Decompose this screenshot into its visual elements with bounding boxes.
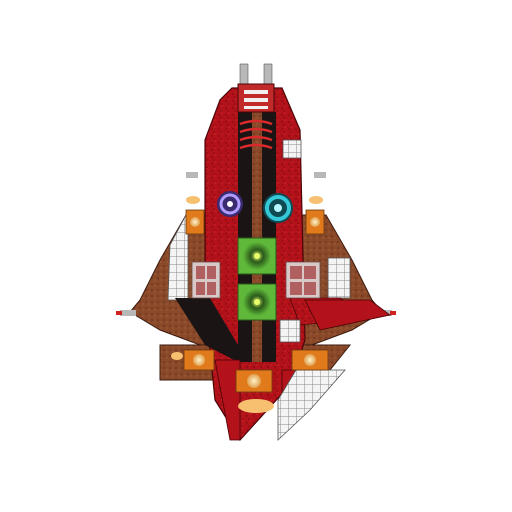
sensor-module-icon[interactable] (217, 191, 243, 217)
upper-cargo-grid-icon[interactable] (282, 139, 302, 159)
lower-right-cargo-grid-icon[interactable] (277, 369, 346, 441)
vent-grille-icon (239, 119, 273, 150)
left-thruster-icon (186, 196, 200, 204)
reactor-core-icon-2[interactable] (237, 283, 277, 321)
engine-icon-right-top[interactable] (305, 209, 325, 235)
crew-quarters-icon[interactable] (191, 261, 221, 299)
engine-icon-aft[interactable] (235, 369, 273, 393)
left-wingtip-turret-icon[interactable] (120, 310, 136, 316)
right-thruster-icon (309, 196, 323, 204)
reactor-core-icon[interactable] (237, 237, 277, 275)
right-side-turret-icon[interactable] (314, 172, 326, 178)
crew-quarters-icon-right[interactable] (285, 261, 321, 299)
left-side-turret-icon[interactable] (186, 172, 198, 178)
mid-cargo-grid-icon[interactable] (279, 319, 301, 343)
weapon-turret-icon[interactable] (237, 63, 275, 113)
shield-module-icon[interactable] (263, 193, 293, 223)
engine-icon-lower-left[interactable] (183, 349, 215, 371)
right-cargo-grid-icon[interactable] (327, 257, 351, 299)
engine-icon-lower-right[interactable] (291, 349, 329, 371)
aft-thruster-icon (238, 399, 274, 413)
engine-icon-left-top[interactable] (185, 209, 205, 235)
